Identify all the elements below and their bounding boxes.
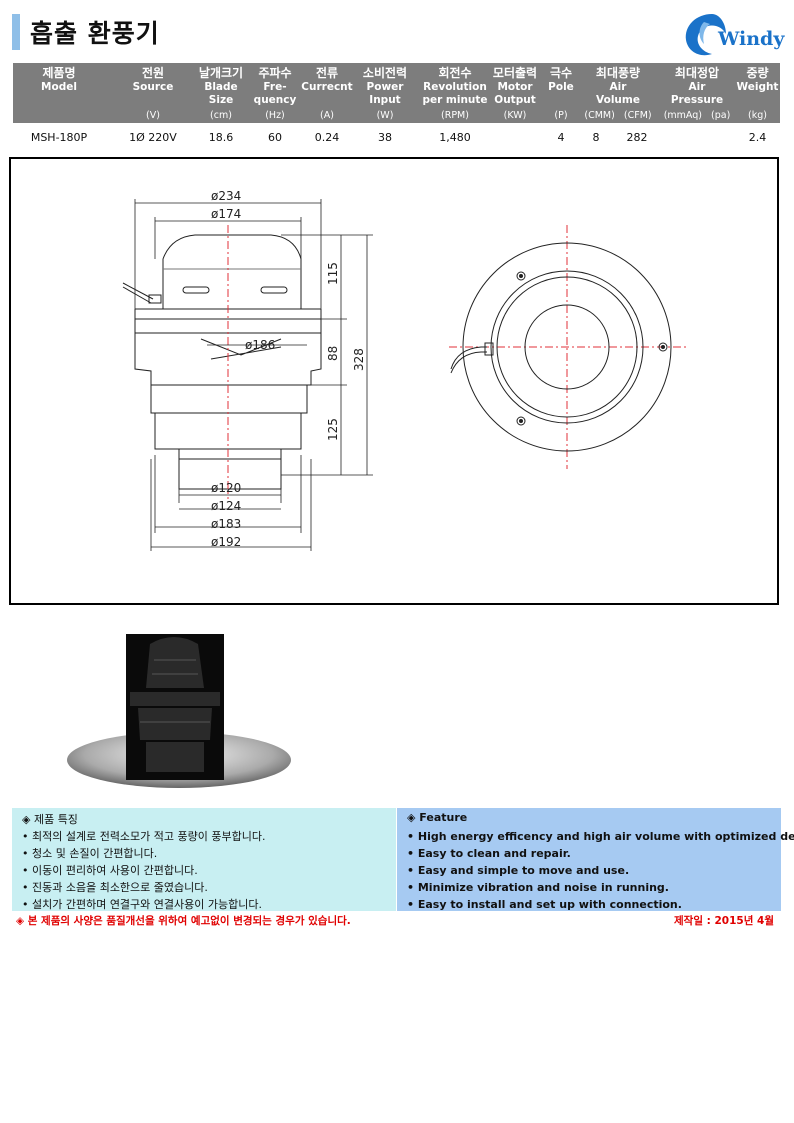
list-item: • High energy efficency and high air vol… — [407, 830, 794, 843]
cable — [122, 282, 154, 300]
features-english-list: • High energy efficency and high air vol… — [407, 828, 794, 913]
cell-rpm: 1,480 — [439, 131, 471, 144]
dim-d124: ø124 — [211, 499, 241, 513]
cell-frequency: 60 — [268, 131, 282, 144]
motor-cap-outline — [162, 234, 302, 310]
top-inner-ring — [524, 304, 610, 390]
features-english: ◈ Feature • High energy efficency and hi… — [397, 808, 794, 911]
cell-cfm: 282 — [626, 131, 648, 144]
product-photo — [67, 634, 291, 788]
screw-hole-right — [658, 342, 668, 352]
list-item: • 청소 및 손질이 간편합니다. — [22, 847, 158, 860]
features-korean-list: • 최적의 설계로 전력소모가 적고 풍량이 풍부합니다. • 청소 및 손질이… — [22, 828, 265, 913]
top-outer-ring — [462, 242, 672, 452]
dim-h115: 115 — [326, 262, 340, 285]
dim-d174: ø174 — [211, 207, 241, 221]
brand-swirl-icon — [685, 14, 726, 56]
spec-change-notice: ◈ 본 제품의 사양은 품질개선을 위하여 예고없이 변경되는 경우가 있습니다… — [16, 915, 351, 927]
list-item: • Easy to install and set up with connec… — [407, 898, 682, 911]
outlet-collar — [154, 413, 302, 460]
motor-cap-slot — [182, 286, 210, 294]
screw-hole-bottom — [516, 416, 526, 426]
page-title: 흡출 환풍기 — [30, 19, 160, 48]
cell-current: 0.24 — [314, 131, 340, 144]
brand-name: Windy — [718, 28, 785, 50]
top-cable — [450, 346, 487, 370]
lower-housing — [150, 384, 308, 414]
dim-h125: 125 — [326, 418, 340, 441]
dim-d192: ø192 — [211, 535, 241, 549]
cell-cmm: 8 — [592, 131, 600, 144]
list-item: • Easy and simple to move and use. — [407, 864, 630, 877]
cell-blade: 18.6 — [208, 131, 234, 144]
dim-d183: ø183 — [211, 517, 241, 531]
motor-cap-slot — [260, 286, 288, 294]
dim-h88: 88 — [326, 346, 340, 361]
cell-power: 38 — [378, 131, 392, 144]
features-korean: ◈ 제품 특징 • 최적의 설계로 전력소모가 적고 풍량이 풍부합니다. • … — [12, 808, 396, 911]
drawing-canvas: ø234 ø174 ø186 ø120 ø124 ø183 ø192 115 8… — [122, 189, 687, 551]
cell-pole: 4 — [557, 131, 565, 144]
title-accent-bar — [12, 14, 20, 50]
list-item: • 설치가 간편하며 연결구와 연결사용이 가능합니다. — [22, 898, 262, 911]
list-item: • Easy to clean and repair. — [407, 847, 571, 860]
dim-h328: 328 — [352, 348, 366, 371]
cell-model: MSH-180P — [30, 131, 88, 144]
outlet-pipe — [178, 448, 282, 490]
features-korean-title: ◈ 제품 특징 — [22, 813, 78, 826]
blade — [200, 338, 282, 360]
brand-logo — [685, 14, 726, 56]
dim-d120: ø120 — [211, 481, 241, 495]
cell-weight: 2.4 — [748, 131, 767, 144]
screw-hole-top — [516, 271, 526, 281]
features-english-title: ◈ Feature — [407, 811, 468, 824]
spec-table-row: MSH-180P 1Ø 220V 18.6 60 0.24 38 1,480 4… — [13, 124, 780, 150]
list-item: • 이동이 편리하여 사용이 간편합니다. — [22, 864, 198, 877]
list-item: • 진동과 소음을 최소한으로 줄였습니다. — [22, 881, 208, 894]
technical-drawing: ø234 ø174 ø186 ø120 ø124 ø183 ø192 115 8… — [9, 157, 779, 605]
list-item: • 최적의 설계로 전력소모가 적고 풍량이 풍부합니다. — [22, 830, 266, 843]
production-date: 제작일 : 2015년 4월 — [674, 915, 774, 927]
top-flange-ring — [490, 270, 644, 424]
dim-d234: ø234 — [211, 189, 241, 203]
top-mid-ring — [496, 276, 638, 418]
cell-source: 1Ø 220V — [129, 131, 177, 144]
list-item: • Minimize vibration and noise in runnin… — [407, 881, 669, 894]
dim-d186: ø186 — [245, 338, 275, 352]
